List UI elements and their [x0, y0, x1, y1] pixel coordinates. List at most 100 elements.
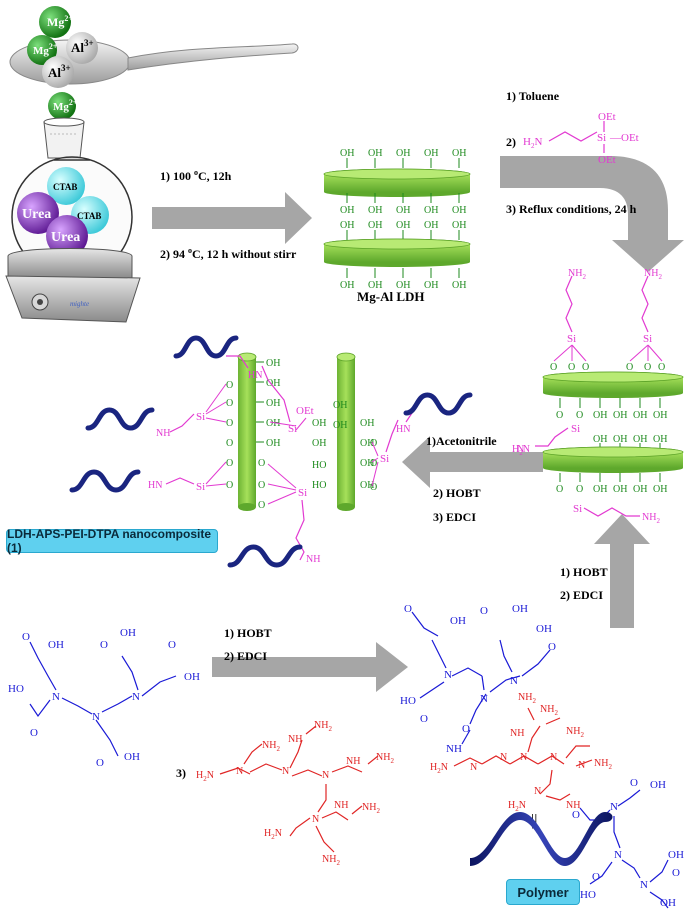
hydroxyl-label: OH: [593, 410, 607, 421]
hydroxyl-label: OH: [340, 205, 354, 216]
bond-line: [411, 611, 439, 637]
hydroxyl-label: OH: [452, 148, 466, 159]
hydroxyl-label: OH: [266, 438, 280, 449]
hydroxyl-label: HO: [400, 695, 416, 707]
bond-line: [621, 859, 641, 879]
step3-conditions: 1)Acetonitrile 2) HOBT 3) EDCI: [426, 434, 497, 524]
bond-line: [535, 427, 569, 447]
bond-line: [121, 655, 139, 691]
hydroxyl-label: OH: [266, 378, 280, 389]
oxygen-label: O: [404, 603, 412, 615]
nitrogen-label: N: [610, 801, 618, 813]
svg-text:Si: Si: [597, 132, 606, 144]
bond-line: [205, 401, 227, 415]
hydroxyl-label: OH: [368, 280, 382, 291]
bond-line: [205, 461, 227, 485]
hydroxyl-label: OH: [653, 484, 667, 495]
amine-label: HN: [396, 424, 410, 435]
oxygen-label: O: [630, 777, 638, 789]
oxygen-label: O: [96, 757, 104, 769]
bond-line: [537, 755, 565, 765]
bond-line: [419, 681, 445, 699]
silicon-label: Si: [298, 487, 307, 499]
bond-line: [371, 457, 379, 463]
bond-line: [385, 419, 399, 453]
svg-text:OEt: OEt: [598, 111, 616, 123]
hydroxyl-label: OH: [633, 484, 647, 495]
bond-line: [29, 641, 57, 691]
nitrogen-label: N: [92, 711, 100, 723]
bond-line: [95, 719, 119, 757]
nitrogen-label: N: [520, 752, 527, 763]
hydroxyl-label: OH: [593, 484, 607, 495]
oxygen-label: O: [550, 362, 557, 373]
oxygen-label: O: [30, 727, 38, 739]
hydroxyl-label: OH: [633, 410, 647, 421]
svg-text:—OEt: —OEt: [609, 132, 639, 144]
oxygen-label: O: [226, 418, 233, 429]
amine-label: NH: [510, 728, 524, 739]
bond-line: [545, 717, 561, 725]
svg-text:2): 2): [506, 135, 516, 149]
hydroxyl-label: HO: [580, 889, 596, 901]
hydroxyl-label: OH: [312, 418, 326, 429]
polymer-label-box: Polymer: [506, 879, 580, 905]
bond-line: [571, 344, 587, 362]
hydroxyl-label: OH: [120, 627, 136, 639]
bond-line: [315, 825, 335, 853]
nitrogen-label: N: [52, 691, 60, 703]
hydroxyl-label: OH: [368, 220, 382, 231]
bond-line: [219, 767, 251, 775]
hydroxyl-label: OH: [450, 615, 466, 627]
hydroxyl-label: OH: [424, 280, 438, 291]
oxygen-label: O: [258, 458, 265, 469]
bond-line: [371, 461, 379, 487]
bond-line: [521, 649, 551, 677]
hydroxyl-label: OH: [340, 280, 354, 291]
nitrogen-label: N: [510, 675, 518, 687]
mg-ion-icon: [27, 35, 57, 65]
ldh-layer-disk-vertical: [237, 352, 257, 511]
oxygen-label: O: [568, 362, 575, 373]
oxygen-label: O: [258, 500, 265, 511]
hydroxyl-label: O: [556, 410, 563, 421]
silicon-label: Si: [643, 333, 652, 345]
bond-line: [267, 483, 297, 491]
al-ion-icon: [42, 56, 74, 88]
amine-label: HN: [148, 480, 162, 491]
step5-conditions: 1) HOBT 2) EDCI 3): [176, 626, 272, 780]
nitrogen-label: N: [236, 766, 243, 777]
bond-line: [289, 739, 303, 769]
polymer-wave-icon: [403, 392, 473, 416]
bond-line: [269, 421, 297, 427]
hydroxyl-label: OH: [424, 220, 438, 231]
arrow-bend-step2: [500, 156, 684, 272]
oxygen-label: O: [658, 362, 665, 373]
bond-line: [583, 507, 640, 517]
amine-label: NH2: [644, 268, 662, 281]
amine-label: NH: [334, 800, 348, 811]
bond-line: [461, 729, 471, 745]
oxygen-label: O: [100, 639, 108, 651]
bond-line: [267, 491, 297, 505]
bond-line: [61, 697, 93, 715]
svg-text:Mg2+: Mg2+: [53, 98, 78, 113]
svg-text:1) HOBT: 1) HOBT: [224, 626, 272, 640]
arrow-right-step1: [152, 192, 312, 244]
bond-line: [226, 355, 249, 369]
svg-text:1)Acetonitrile: 1)Acetonitrile: [426, 434, 497, 448]
hydroxyl-label: OH: [633, 434, 647, 445]
bond-line: [641, 275, 649, 333]
bond-line: [649, 891, 669, 909]
hydroxyl-label: OH: [452, 220, 466, 231]
svg-text:CTAB: CTAB: [77, 211, 101, 221]
hydroxyl-label: OH: [424, 205, 438, 216]
hydroxyl-label: OH: [613, 434, 627, 445]
bond-line: [295, 417, 307, 431]
nitrogen-label: N: [534, 786, 541, 797]
hydroxyl-label: O: [576, 410, 583, 421]
amine-label: H2N: [508, 800, 526, 813]
hydroxyl-label: HO: [8, 683, 24, 695]
